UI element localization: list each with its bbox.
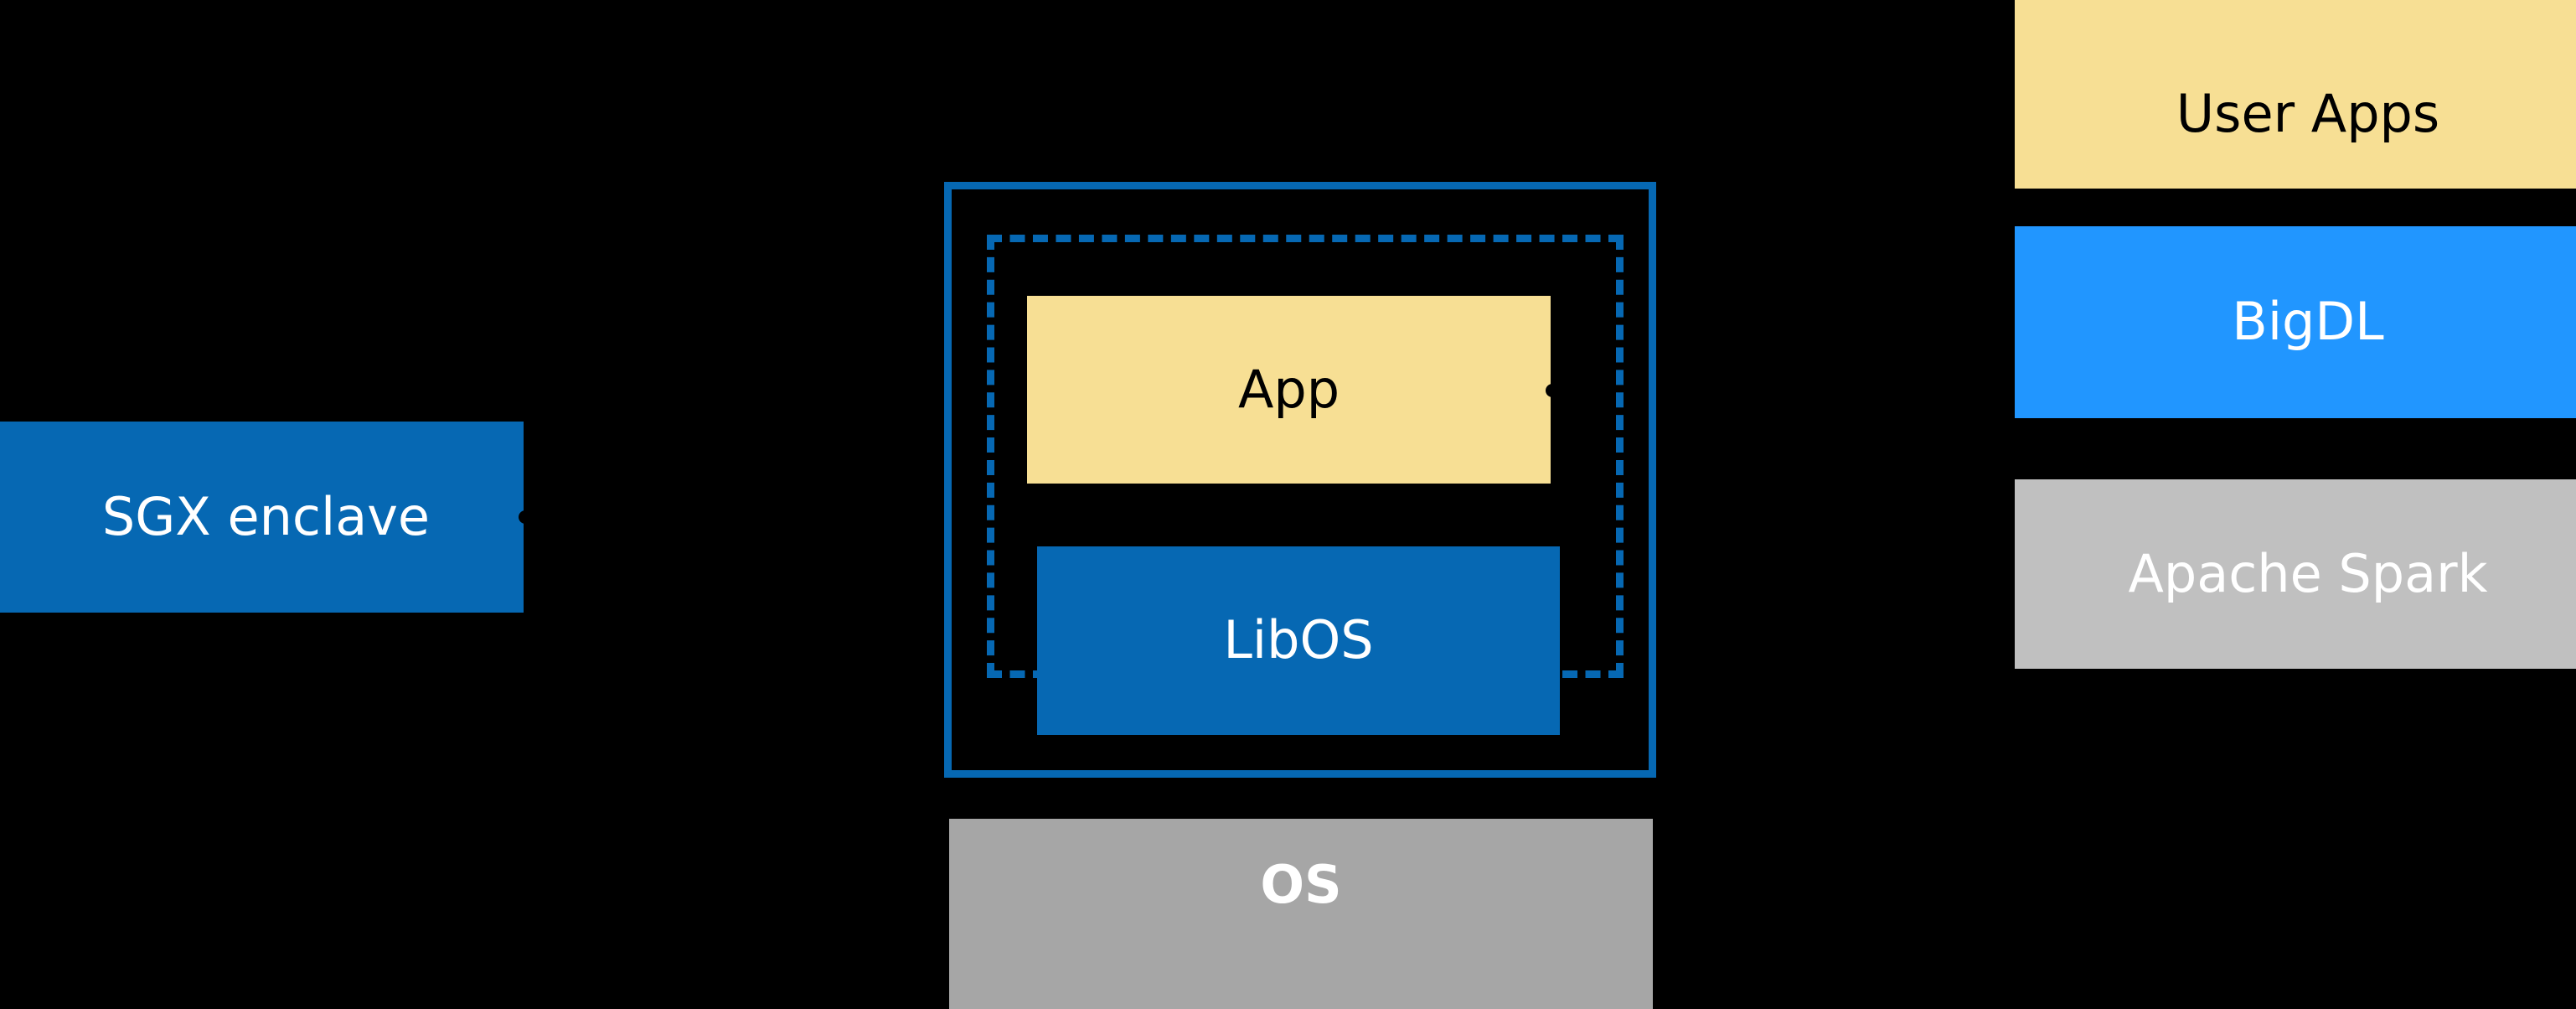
libos-label: LibOS [1223,609,1374,671]
apache-spark-box: Apache Spark [2015,479,2576,669]
os-box: OS [949,819,1653,1009]
bigdl-box: BigDL [2015,226,2576,418]
enclave-container-box [944,182,1656,778]
apache-spark-label: Apache Spark [2128,542,2488,604]
user-apps-label: User Apps [2176,82,2440,144]
sgx-enclave-label: SGX enclave [101,485,431,547]
os-label: OS [1260,854,1342,915]
user-apps-box: User Apps [2015,0,2576,189]
connector-endpoint-dot-app [1546,384,1559,397]
bigdl-label: BigDL [2232,291,2384,353]
app-label: App [1237,358,1340,420]
connector-endpoint-dot-sgx [519,510,532,524]
app-box: App [1027,296,1551,484]
sgx-enclave-box: SGX enclave [0,422,524,613]
libos-box: LibOS [1037,546,1560,735]
